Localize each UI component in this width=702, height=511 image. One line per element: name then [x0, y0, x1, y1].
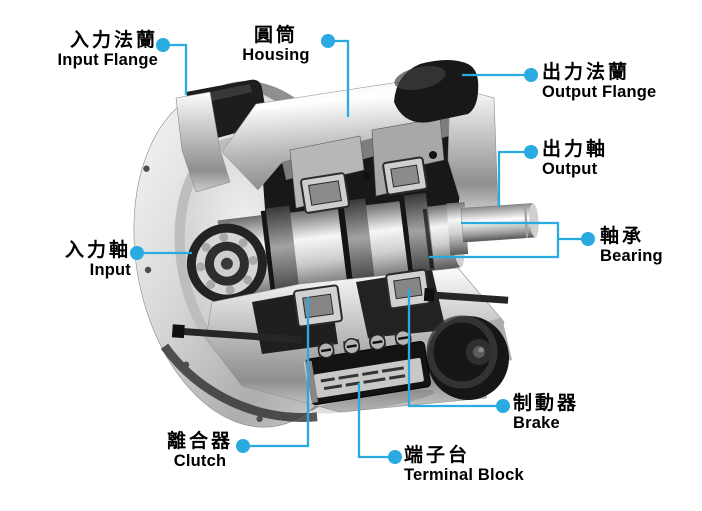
label-housing: 圓筒 Housing — [234, 25, 318, 65]
terminal-block-part — [303, 329, 434, 414]
dot-output-flange — [524, 68, 538, 82]
leader-lines — [137, 39, 588, 459]
brake-wheel — [426, 315, 512, 400]
leader-dots — [130, 34, 595, 464]
label-output-flange-zh: 出力法蘭 — [542, 62, 631, 83]
dot-housing — [321, 34, 335, 48]
label-terminal-block: 端子台 Terminal Block — [404, 445, 524, 485]
label-input-flange: 入力法蘭 Input Flange — [58, 30, 158, 70]
leader-terminal-block — [357, 383, 395, 459]
tie-rod-right — [423, 287, 509, 304]
tie-rod-left — [171, 324, 303, 344]
label-housing-zh: 圓筒 — [253, 25, 298, 46]
bearing-part — [422, 208, 435, 269]
label-input-flange-zh: 入力法蘭 — [69, 30, 158, 51]
label-output-shaft-en: Output — [542, 160, 598, 179]
leader-clutch — [243, 297, 310, 448]
label-brake-zh: 制動器 — [513, 393, 580, 414]
clutch-part — [300, 156, 428, 214]
label-bearing: 軸承 Bearing — [600, 226, 663, 266]
label-clutch-en: Clutch — [173, 452, 227, 471]
leader-brake — [407, 289, 503, 408]
label-clutch: 離合器 Clutch — [161, 431, 239, 471]
label-output-shaft: 出力軸 Output — [542, 139, 608, 179]
label-housing-en: Housing — [242, 46, 310, 65]
label-output-flange: 出力法蘭 Output Flange — [542, 62, 656, 102]
dot-input-shaft — [130, 246, 144, 260]
input-shaft-part — [186, 223, 267, 304]
label-clutch-zh: 離合器 — [166, 431, 233, 452]
dot-brake — [496, 399, 510, 413]
dot-output-shaft — [524, 145, 538, 159]
label-bearing-en: Bearing — [600, 247, 663, 266]
label-bearing-zh: 軸承 — [600, 226, 645, 247]
dot-clutch — [236, 439, 250, 453]
label-input-shaft-en: Input — [89, 261, 131, 280]
leader-output-shaft — [497, 150, 531, 207]
dot-input-flange — [156, 38, 170, 52]
label-output-flange-en: Output Flange — [542, 83, 657, 102]
input-flange-lug — [175, 79, 268, 193]
label-brake: 制動器 Brake — [513, 393, 579, 433]
dot-bearing — [581, 232, 595, 246]
label-terminal-block-en: Terminal Block — [404, 466, 524, 485]
leader-input-flange — [163, 43, 188, 95]
label-input-shaft-zh: 入力軸 — [64, 240, 131, 261]
dot-terminal-block — [388, 450, 402, 464]
label-output-shaft-zh: 出力軸 — [542, 139, 609, 160]
label-terminal-block-zh: 端子台 — [404, 445, 471, 466]
label-brake-en: Brake — [513, 414, 560, 433]
label-input-shaft: 入力軸 Input — [65, 240, 131, 280]
output-flange-part — [394, 60, 499, 213]
label-input-flange-en: Input Flange — [57, 51, 158, 70]
